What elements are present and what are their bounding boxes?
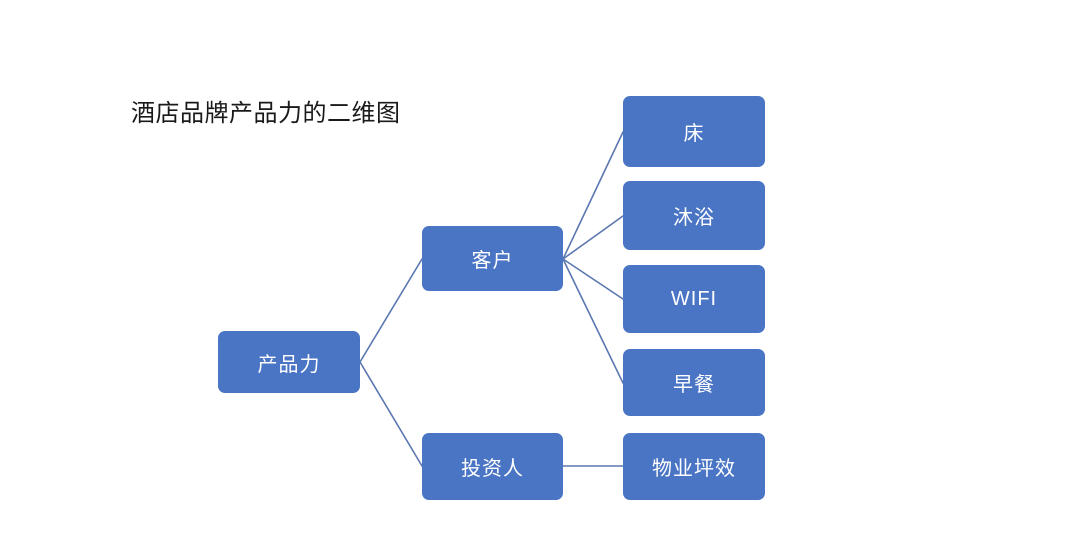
- node-bed-label: 床: [683, 123, 705, 145]
- node-wifi[interactable]: WIFI: [623, 265, 765, 333]
- page-title: 酒店品牌产品力的二维图: [131, 100, 401, 127]
- edge-customer-to-bath: [562, 215, 624, 260]
- node-breakfast-label: 早餐: [673, 374, 715, 396]
- node-bath[interactable]: 沐浴: [623, 181, 765, 250]
- node-root[interactable]: 产品力: [218, 331, 360, 393]
- edge-root-to-customer: [359, 258, 423, 363]
- node-bath-label: 沐浴: [673, 207, 715, 229]
- node-wifi-label: WIFI: [670, 287, 718, 310]
- node-investor-label: 投资人: [461, 458, 524, 480]
- node-customer[interactable]: 客户: [422, 226, 563, 291]
- node-bed[interactable]: 床: [623, 96, 765, 167]
- node-investor[interactable]: 投资人: [422, 433, 563, 500]
- node-root-label: 产品力: [257, 353, 321, 376]
- node-breakfast[interactable]: 早餐: [623, 349, 765, 416]
- edge-customer-to-wifi: [562, 258, 624, 300]
- node-customer-label: 客户: [471, 250, 514, 272]
- edge-customer-to-breakfast: [562, 258, 624, 384]
- node-yield[interactable]: 物业坪效: [623, 433, 765, 500]
- node-yield-label: 物业坪效: [652, 458, 736, 480]
- edge-root-to-investor: [359, 361, 423, 467]
- edge-customer-to-bed: [562, 131, 624, 260]
